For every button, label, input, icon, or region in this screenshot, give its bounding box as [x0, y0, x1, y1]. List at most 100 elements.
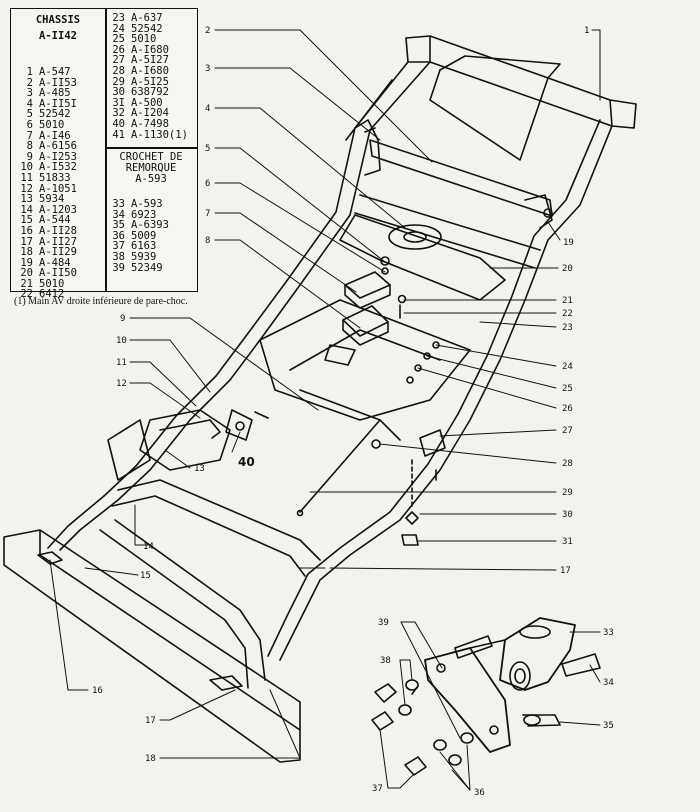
legend-item-number: 37	[112, 240, 125, 253]
callout-9: 9	[120, 314, 125, 324]
legend-item-number: 24	[112, 22, 125, 35]
legend-row: 27 A-5I27	[103, 55, 188, 66]
legend-item-number: 20	[20, 267, 33, 280]
legend-item-reference: 5009	[131, 229, 157, 242]
legend-item-reference: A-II5I	[39, 97, 77, 110]
legend-footnote: (1) Main AV droite inférieure de pare-ch…	[14, 296, 188, 307]
legend-item-number: 7	[26, 129, 33, 142]
callout-2: 2	[205, 26, 210, 36]
legend-item-reference: 5934	[39, 193, 65, 206]
legend-row: 16 A-II28	[11, 226, 77, 237]
legend-row: 7 A-I46	[11, 129, 77, 142]
legend-item-number: 34	[112, 208, 125, 221]
legend-item-reference: A-II27	[39, 235, 77, 248]
callout-35: 35	[603, 721, 614, 731]
legend-item-reference: A-485	[39, 87, 71, 100]
leader-lines	[49, 29, 601, 791]
legend-item-number: 40	[112, 117, 125, 130]
legend-item-number: 11	[20, 171, 33, 184]
legend-item-reference: A-7498	[131, 117, 169, 130]
legend-item-number: 35	[112, 219, 125, 232]
legend-item-number: 14	[20, 203, 33, 216]
legend-row: 5 52542	[11, 109, 77, 120]
legend-item-number: 30	[112, 86, 125, 99]
callout-14: 14	[143, 542, 154, 552]
legend-item-reference: 51833	[39, 171, 71, 184]
legend-item-reference: A-5I27	[131, 54, 169, 67]
legend-row: 3 A-485	[11, 88, 77, 99]
legend-item-number: 1	[26, 66, 33, 78]
legend-item-reference: A-6393	[131, 219, 169, 232]
callout-27: 27	[562, 426, 573, 436]
legend-item-number: 3	[26, 87, 33, 100]
legend-item-reference: A-I204	[131, 107, 169, 120]
callout-7: 7	[205, 209, 210, 219]
callout-18: 18	[145, 754, 156, 764]
legend-item-number: 39	[112, 261, 125, 274]
legend-item-number: 28	[112, 64, 125, 77]
callout-22: 22	[562, 309, 573, 319]
callout-1: 1	[584, 26, 589, 36]
legend-row: 19 A-484	[11, 258, 77, 269]
callout-5: 5	[205, 144, 210, 154]
legend-item-number: 23	[112, 12, 125, 24]
callout-19: 19	[563, 238, 574, 248]
legend-item-number: 41	[112, 128, 125, 141]
legend-item-reference: A-593	[131, 198, 163, 210]
callout-17-front: 17	[145, 716, 156, 726]
legend-item-number: 4	[26, 97, 33, 110]
front-bumper	[3, 529, 301, 763]
legend-item-number: 25	[112, 33, 125, 46]
legend-item-reference: A-I680	[131, 64, 169, 77]
callout-30: 30	[562, 510, 573, 520]
legend-row: 24 52542	[103, 22, 188, 35]
crochet-ref: A-593	[135, 173, 167, 185]
legend-item-number: 15	[20, 214, 33, 227]
callout-28: 28	[562, 459, 573, 469]
legend-item-number: 19	[20, 256, 33, 269]
legend-item-number: 27	[112, 54, 125, 67]
callout-40: 40	[238, 455, 255, 469]
callout-20: 20	[562, 264, 573, 274]
legend-item-number: 21	[20, 277, 33, 290]
legend-item-reference: A-I46	[39, 129, 71, 142]
right-side-rail	[267, 119, 613, 661]
callout-31: 31	[562, 537, 573, 547]
legend-item-number: 10	[20, 161, 33, 174]
legend-item-reference: 5010	[39, 277, 65, 290]
left-side-rail	[103, 61, 431, 501]
legend-item-reference: 52542	[39, 108, 71, 121]
callout-12: 12	[116, 379, 127, 389]
legend-item-number: 16	[20, 224, 33, 237]
legend-item-reference: A-484	[39, 256, 71, 269]
legend-item-reference: A-6156	[39, 140, 77, 153]
central-floor-pan	[259, 214, 506, 441]
legend-item-reference: A-II29	[39, 246, 77, 259]
legend-row: 40 A-7498	[103, 119, 188, 130]
legend-row: 35 A-6393	[103, 220, 169, 231]
legend-item-number: 9	[26, 150, 33, 163]
legend-item-reference: 52542	[131, 22, 163, 35]
callout-10: 10	[116, 336, 127, 346]
legend-item-number: 26	[112, 43, 125, 56]
callout-8: 8	[205, 236, 210, 246]
legend-item-reference: A-II28	[39, 224, 77, 237]
legend-item-number: 5	[26, 108, 33, 121]
